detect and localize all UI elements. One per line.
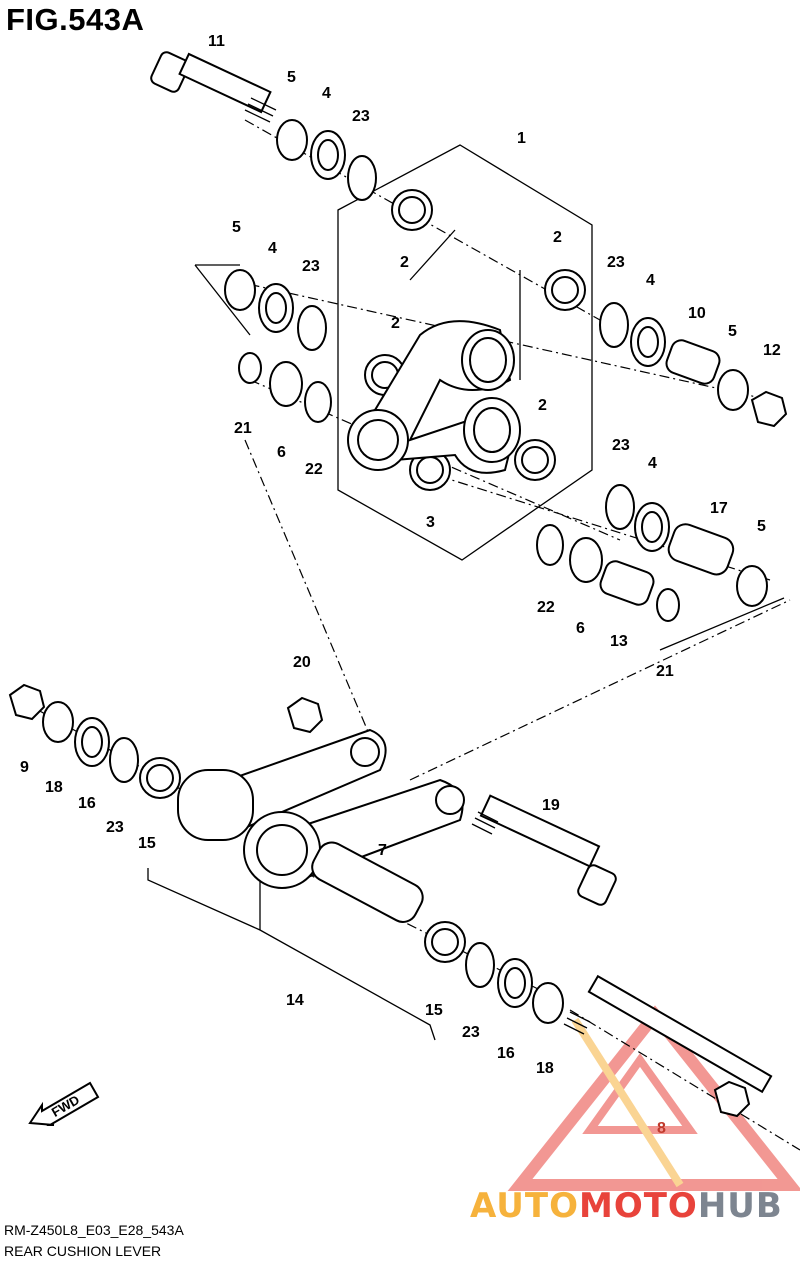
callout-2: 2	[400, 254, 409, 271]
collar-7	[311, 841, 424, 923]
callout-4: 4	[646, 272, 655, 289]
callout-23: 23	[607, 254, 625, 271]
callout-23: 23	[352, 108, 370, 125]
callout-23: 23	[462, 1024, 480, 1041]
upper-seal-stack	[276, 119, 377, 201]
watermark-word-1: AUTO	[470, 1186, 579, 1226]
figure-title: FIG.543A	[6, 2, 145, 37]
callout-6: 6	[277, 444, 286, 461]
leader-lines	[147, 229, 785, 1041]
callout-5: 5	[232, 219, 241, 236]
left-seal-stack	[224, 269, 332, 423]
callout-16: 16	[497, 1045, 515, 1062]
callout-14: 14	[286, 992, 304, 1009]
callout-3: 3	[426, 514, 435, 531]
forward-direction-icon: FWD	[28, 1075, 100, 1132]
callout-10: 10	[688, 305, 706, 322]
lower-right-stack	[424, 921, 564, 1024]
watermark-word-3: HUB	[697, 1186, 783, 1226]
callout-23: 23	[106, 819, 124, 836]
callout-4: 4	[268, 240, 277, 257]
callout-18: 18	[45, 779, 63, 796]
watermark-logo	[507, 1005, 800, 1191]
callout-5: 5	[757, 518, 766, 535]
callout-18: 18	[536, 1060, 554, 1077]
figure-name: REAR CUSHION LEVER	[4, 1243, 162, 1259]
callout-21: 21	[234, 420, 252, 437]
callout-4: 4	[648, 455, 657, 472]
callout-labels: 11 5 4 23 1 5 4 23 2 2 23 4 10 5 12 2 2 …	[20, 33, 781, 1137]
watermark-wordmark: AUTOMOTOHUB	[470, 1186, 783, 1226]
callout-15: 15	[138, 835, 156, 852]
callout-13: 13	[610, 633, 628, 650]
callout-11: 11	[208, 33, 225, 50]
model-code: RM-Z450L8_E03_E28_543A	[4, 1222, 184, 1238]
callout-23: 23	[302, 258, 320, 275]
callout-8: 8	[657, 1120, 666, 1137]
callout-1: 1	[517, 130, 526, 147]
bolt-11	[150, 51, 277, 123]
lever-bearings	[364, 189, 586, 491]
callout-5: 5	[287, 69, 296, 86]
bolt-8	[563, 974, 773, 1118]
callout-2: 2	[538, 397, 547, 414]
callout-22: 22	[305, 461, 323, 478]
cushion-rod-assembly	[177, 728, 465, 889]
callout-6: 6	[576, 620, 585, 637]
callout-16: 16	[78, 795, 96, 812]
callout-4: 4	[322, 85, 331, 102]
callout-21: 21	[656, 663, 674, 680]
right-upper-stack	[599, 302, 788, 428]
callout-19: 19	[542, 797, 560, 814]
callout-17: 17	[710, 500, 728, 517]
assembly-axes	[19, 119, 800, 1151]
callout-9: 9	[20, 759, 29, 776]
callout-23: 23	[612, 437, 630, 454]
bolt-19	[471, 794, 617, 906]
callout-5: 5	[728, 323, 737, 340]
callout-2: 2	[553, 229, 562, 246]
right-lower-stack	[536, 484, 768, 622]
watermark-word-2: MOTO	[578, 1186, 698, 1226]
callout-20: 20	[293, 654, 311, 671]
lower-left-stack	[8, 683, 324, 799]
callout-22: 22	[537, 599, 555, 616]
callout-12: 12	[763, 342, 781, 359]
callout-15: 15	[425, 1002, 443, 1019]
callout-7: 7	[378, 842, 387, 859]
group-outline-lever	[337, 144, 593, 561]
callout-2: 2	[391, 315, 400, 332]
cushion-lever-body	[347, 320, 521, 474]
